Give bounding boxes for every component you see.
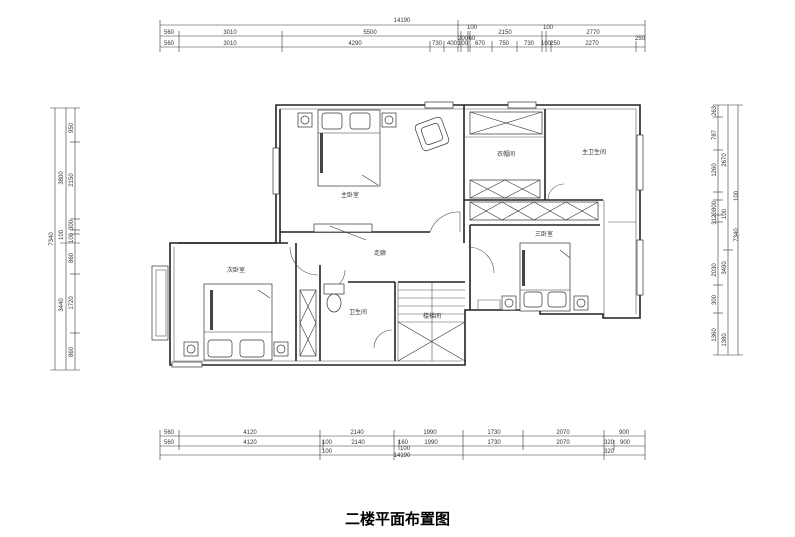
dim-top-r1-2: 5500 <box>363 30 377 36</box>
dim-bot-r2-7: 2070 <box>556 440 570 446</box>
windows <box>151 101 644 368</box>
dim-right-2670: 2670 <box>722 153 728 167</box>
dim-bot-r1-2: 2140 <box>350 430 364 436</box>
label-master-bedroom: 主卧室 <box>341 191 359 199</box>
room-labels: 主卧室 衣帽间 主卫生间 走廊 三卧室 次卧室 卫生间 楼梯间 <box>227 148 606 320</box>
dim-top-r2-11: 2270 <box>585 41 599 47</box>
dim-left-3440: 3440 <box>59 298 65 312</box>
label-bathroom: 卫生间 <box>349 308 367 316</box>
third-bedroom-furniture <box>501 242 589 312</box>
dim-right-300: 300 <box>712 294 718 305</box>
second-bedroom-furniture <box>183 283 289 361</box>
dim-bot-r2-5: 1990 <box>424 440 438 446</box>
dim-left-1720: 1720 <box>69 296 75 310</box>
dim-bot-r1-4: 1730 <box>487 430 501 436</box>
dim-top-r1-7: 100 <box>543 25 554 31</box>
dim-bot-r1-6: 900 <box>619 430 630 436</box>
top-dimensions: 14190 560 3010 5500 100 200 60 2150 100 … <box>159 18 646 52</box>
dim-left-300: 300 <box>69 219 75 230</box>
dim-bot-r3-2: 100 <box>400 446 411 452</box>
dim-left-100b: 100 <box>69 232 75 243</box>
dim-bot-r2-8: 320 <box>604 440 615 446</box>
dim-top-r1-6: 2150 <box>498 30 512 36</box>
bath-fixtures <box>323 283 345 313</box>
dim-bot-r2-6: 1730 <box>487 440 501 446</box>
dim-bot-r1-1: 4120 <box>243 430 257 436</box>
dim-right-800: 800 <box>712 200 718 211</box>
dim-right-787: 787 <box>712 129 718 140</box>
dim-right-3120: 3120 <box>712 211 718 225</box>
dim-top-r2-4: 400 <box>447 41 458 47</box>
dim-right-2030: 2030 <box>712 263 718 277</box>
walls <box>169 104 641 366</box>
dim-bot-r1-0: 560 <box>164 430 175 436</box>
dim-top-r2-7: 750 <box>499 41 510 47</box>
dim-right-263: 263 <box>712 105 718 116</box>
dim-top-r2-12: 250 <box>635 36 646 42</box>
label-second-bedroom: 次卧室 <box>227 266 245 274</box>
label-third-bedroom: 三卧室 <box>535 230 553 238</box>
dim-top-total: 14190 <box>394 18 411 24</box>
dim-top-r2-8: 730 <box>524 41 535 47</box>
dim-top-r2-6: 670 <box>475 41 486 47</box>
right-dimensions: 263 787 2670 1260 100 800 100 3120 3490 … <box>712 104 743 356</box>
stairs <box>397 282 501 362</box>
dim-bot-r2-3: 2140 <box>351 440 365 446</box>
dim-top-r1-0: 560 <box>164 30 175 36</box>
dim-left-860a: 860 <box>69 252 75 263</box>
dim-left-950: 950 <box>69 122 75 133</box>
dim-left-3800: 3800 <box>59 171 65 185</box>
dim-top-r1-1: 3010 <box>223 30 237 36</box>
dim-right-100b: 100 <box>722 208 728 219</box>
dim-bot-r1-3: 1990 <box>423 430 437 436</box>
bottom-dimensions: 560 4120 2140 1990 1730 2070 900 560 412… <box>159 430 646 460</box>
label-corridor: 走廊 <box>374 249 386 257</box>
dim-right-100: 100 <box>734 190 740 201</box>
dim-bot-r2-1: 4120 <box>243 440 257 446</box>
dim-bot-r2-2: 100 <box>322 440 333 446</box>
dim-right-1360: 1360 <box>712 328 718 342</box>
label-cloakroom: 衣帽间 <box>497 150 515 158</box>
dim-top-r1-4: 200 <box>458 36 469 42</box>
dim-top-r2-2: 4290 <box>348 41 362 47</box>
dim-left-total: 7340 <box>49 232 55 246</box>
drawing-title: 二楼平面布置图 <box>344 510 450 528</box>
dim-right-1380: 1380 <box>722 333 728 347</box>
dim-top-r2-3: 730 <box>432 41 443 47</box>
dim-top-r2-1: 3010 <box>223 41 237 47</box>
dim-top-r2-5: 100 <box>458 41 469 47</box>
dim-bot-r3-0: 100 <box>322 449 333 455</box>
dim-bot-r1-5: 2070 <box>556 430 570 436</box>
dim-bot-r3-3: 320 <box>604 449 615 455</box>
dim-bot-r2-0: 560 <box>164 440 175 446</box>
dim-right-1260: 1260 <box>712 163 718 177</box>
dim-right-3490: 3490 <box>722 261 728 275</box>
left-dimensions: 7340 100 3800 3440 950 2150 300 100 860 … <box>49 107 80 371</box>
dim-bot-r2-4: 160 <box>398 440 409 446</box>
label-stair: 楼梯间 <box>423 312 441 320</box>
dim-top-r1-5: 60 <box>469 36 476 42</box>
dim-left-2150: 2150 <box>69 173 75 187</box>
master-bedroom-furniture <box>297 109 450 241</box>
wardrobes <box>299 111 599 357</box>
dim-left-100: 100 <box>59 229 65 240</box>
dim-bot-r3-1: 14190 <box>394 453 411 459</box>
label-master-bath: 主卫生间 <box>582 148 606 156</box>
dim-top-r2-9: 100 <box>541 41 552 47</box>
dim-top-r2-10: 250 <box>550 41 561 47</box>
dim-top-r2-0: 560 <box>164 41 175 47</box>
dim-top-r1-3: 100 <box>467 25 478 31</box>
dim-left-860b: 860 <box>69 346 75 357</box>
dim-top-r1-8: 2770 <box>586 30 600 36</box>
dim-bot-r2-9: 900 <box>620 440 631 446</box>
dim-right-7340: 7340 <box>734 228 740 242</box>
